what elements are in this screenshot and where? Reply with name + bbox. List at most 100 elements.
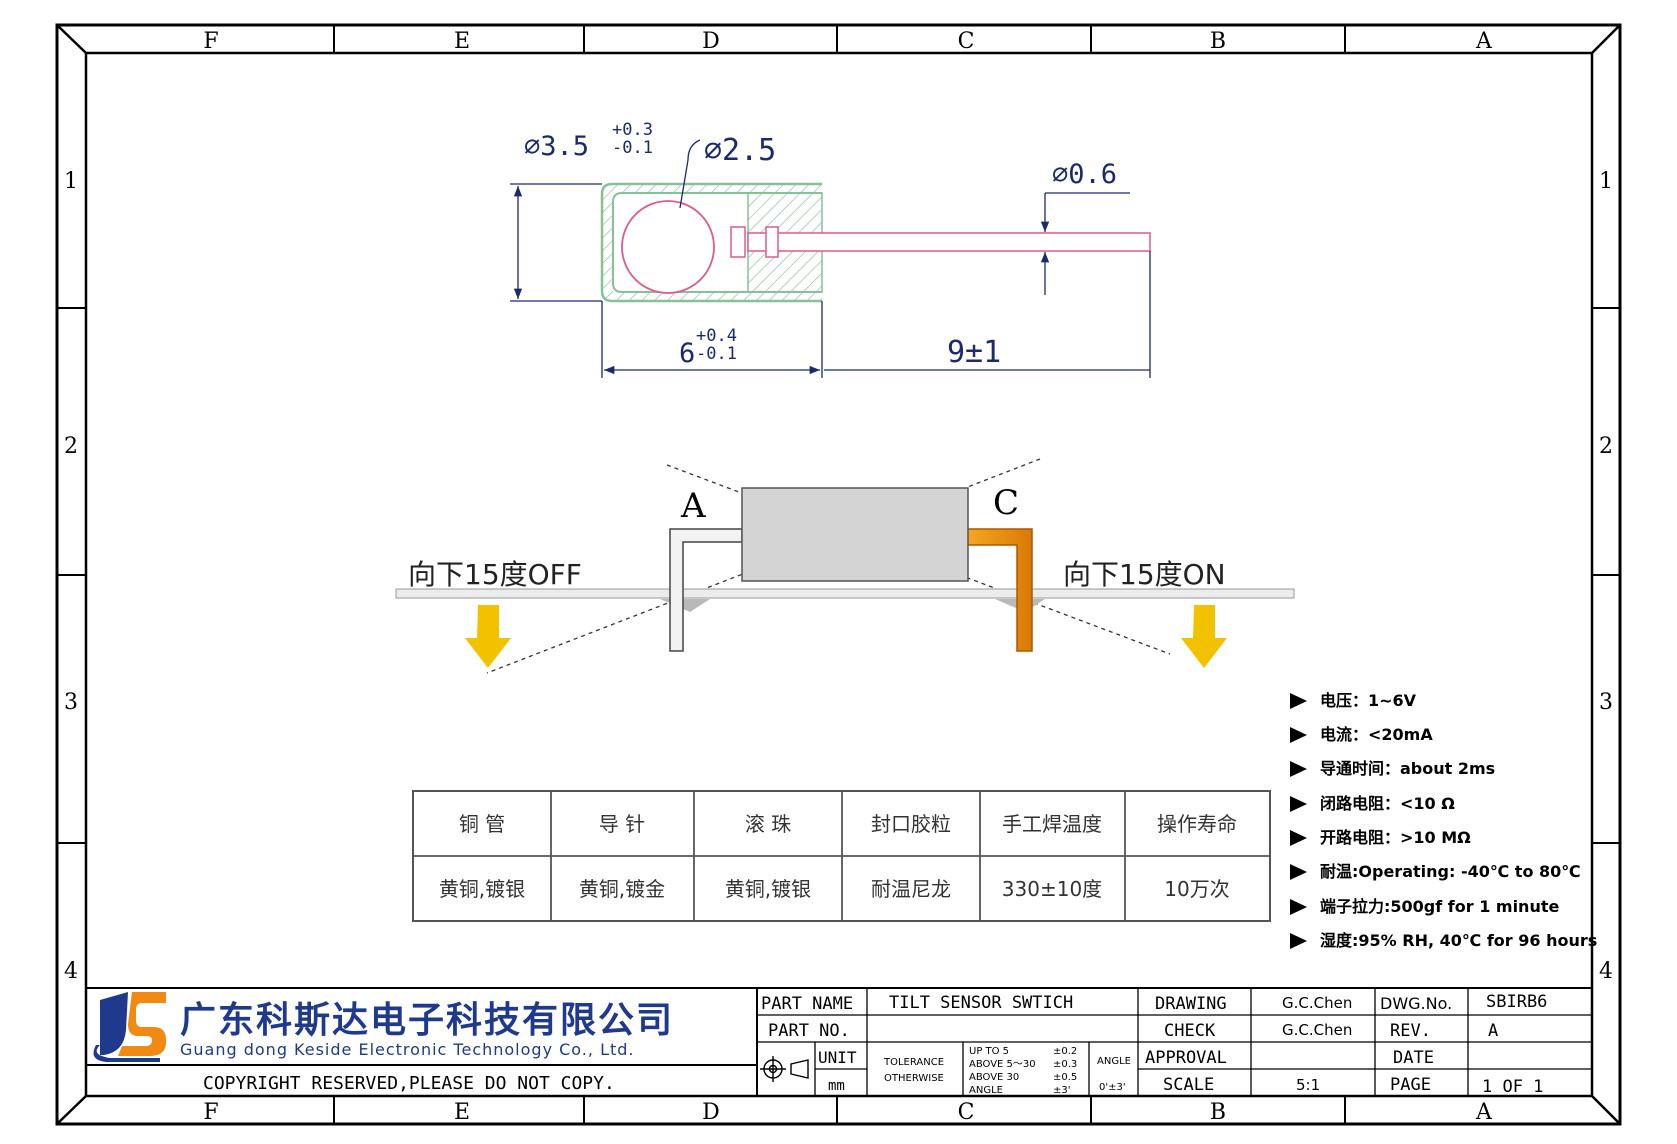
col-label-top: F — [203, 29, 218, 54]
row-label-left: 2 — [64, 434, 78, 459]
pin-length-label: 9±1 — [947, 335, 1001, 370]
col-label-bottom: A — [1475, 1100, 1493, 1125]
col-label-top: D — [702, 29, 720, 54]
row-label-right: 4 — [1599, 959, 1613, 984]
part-name-value: TILT SENSOR SWTICH — [889, 993, 1073, 1013]
table-header: 封口胶粒 — [871, 812, 951, 836]
outer-tol-minus: -0.1 — [612, 138, 653, 158]
spec-humidity: 湿度:95% RH, 40℃ for 96 hours — [1319, 931, 1597, 950]
spec-closed-resistance: 闭路电阻：<10 Ω — [1320, 794, 1455, 813]
body-tol-minus: -0.1 — [696, 344, 737, 364]
row-label-right: 3 — [1599, 690, 1613, 715]
check-label: CHECK — [1164, 1021, 1216, 1041]
page-label: PAGE — [1390, 1075, 1431, 1095]
col-label-bottom: E — [454, 1100, 470, 1125]
down-arrow-on — [1181, 605, 1227, 668]
date-label: DATE — [1393, 1048, 1434, 1068]
projection-symbol-icon — [760, 1056, 809, 1082]
col-label-bottom: F — [203, 1100, 218, 1125]
tilt-off-text: 向下15度OFF — [408, 558, 582, 591]
outer-diameter-label: ∅3.5 — [524, 131, 589, 162]
tolerance-label: OTHERWISE — [884, 1073, 944, 1084]
col-label-top: E — [454, 29, 470, 54]
row-label-left: 1 — [64, 169, 78, 194]
table-header: 铜 管 — [459, 812, 505, 836]
scale-value: 5:1 — [1296, 1076, 1320, 1094]
tolerance-label: TOLERANCE — [883, 1057, 944, 1068]
bullet-arrow-icon — [1290, 796, 1307, 812]
rev-value: A — [1488, 1021, 1498, 1041]
title-block: 广东科斯达电子科技有限公司 Guang dong Keside Electron… — [86, 987, 1592, 1097]
spec-terminal-pull: 端子拉力:500gf for 1 minute — [1320, 897, 1559, 916]
company-name-en: Guang dong Keside Electronic Technology … — [180, 1040, 635, 1059]
pcb-board — [395, 588, 1295, 599]
bullet-arrow-icon — [1290, 933, 1307, 949]
tol-range: UP TO 5 — [969, 1046, 1009, 1057]
spec-voltage: 电压：1~6V — [1320, 691, 1417, 710]
tol-range: ABOVE 5～30 — [969, 1059, 1036, 1070]
table-header: 滚 珠 — [745, 812, 791, 836]
bullet-arrow-icon — [1290, 864, 1307, 880]
table-header: 操作寿命 — [1157, 812, 1237, 836]
tol-value: ±0.5 — [1053, 1072, 1077, 1083]
table-header: 导 针 — [599, 812, 645, 836]
body-length-label: 6 — [679, 338, 695, 369]
bullet-arrow-icon — [1290, 727, 1307, 743]
bullet-arrow-icon — [1290, 899, 1307, 915]
sheet-frame: F E D C B A F E D C B A 1 2 3 4 1 2 3 4 — [55, 23, 1622, 1126]
part-dimension-view: ∅3.5 +0.3 -0.1 ∅2.5 ∅0.6 6 +0.4 -0.1 9±1 — [510, 120, 1151, 378]
table-cell: 耐温尼龙 — [871, 877, 951, 901]
row-label-right: 1 — [1599, 169, 1613, 194]
sensor-body — [741, 487, 969, 582]
drawing-label: DRAWING — [1155, 994, 1227, 1014]
company-name-cn: 广东科斯达电子科技有限公司 — [180, 1000, 674, 1041]
bullet-arrow-icon — [1290, 830, 1307, 846]
col-label-bottom: B — [1210, 1100, 1226, 1125]
angle-value: 0'±3' — [1099, 1082, 1126, 1093]
table-header: 手工焊温度 — [1002, 812, 1102, 836]
row-label-right: 2 — [1599, 434, 1613, 459]
tol-value: ±0.2 — [1053, 1046, 1077, 1057]
bullet-arrow-icon — [1290, 761, 1307, 777]
unit-label: UNIT — [818, 1048, 857, 1067]
terminal-a-label: A — [680, 486, 706, 526]
dwg-no-value: SBIRB6 — [1486, 992, 1547, 1012]
pin-diameter-label: ∅0.6 — [1052, 159, 1117, 190]
col-label-top: C — [958, 29, 975, 54]
row-label-left: 4 — [64, 959, 78, 984]
approval-label: APPROVAL — [1145, 1048, 1227, 1068]
down-arrow-off — [465, 605, 511, 668]
table-cell: 黄铜,镀金 — [579, 877, 665, 901]
col-label-bottom: D — [702, 1100, 720, 1125]
page-value: 1 OF 1 — [1482, 1077, 1543, 1097]
tol-value: ±0.3 — [1053, 1059, 1077, 1070]
drawing-by: G.C.Chen — [1282, 994, 1352, 1012]
table-cell: 10万次 — [1164, 877, 1229, 901]
tilt-illustration: A C 向下15度OFF 向下15度ON — [395, 458, 1295, 674]
table-cell: 330±10度 — [1002, 877, 1102, 901]
body-tol-plus: +0.4 — [696, 326, 737, 346]
scale-label: SCALE — [1163, 1075, 1214, 1095]
angle-label: ANGLE — [1097, 1056, 1131, 1067]
company-logo — [93, 992, 166, 1062]
tol-range: ABOVE 30 — [969, 1072, 1019, 1083]
spec-current: 电流：<20mA — [1320, 725, 1433, 744]
spec-open-resistance: 开路电阻：>10 MΩ — [1320, 828, 1471, 847]
terminal-c-label: C — [993, 483, 1019, 523]
rev-label: REV. — [1390, 1021, 1431, 1041]
spec-conduction-time: 导通时间：about 2ms — [1320, 759, 1495, 778]
materials-table: 铜 管 导 针 滚 珠 封口胶粒 手工焊温度 操作寿命 黄铜,镀银 黄铜,镀金 … — [412, 790, 1271, 922]
rolling-ball — [621, 200, 715, 294]
table-cell: 黄铜,镀银 — [725, 877, 811, 901]
table-cell: 黄铜,镀银 — [439, 877, 525, 901]
tol-range: ANGLE — [969, 1085, 1003, 1096]
lead-pin — [747, 232, 1151, 252]
tol-value: ±3' — [1053, 1085, 1071, 1096]
dwg-no-label: DWG.No. — [1380, 994, 1452, 1013]
check-by: G.C.Chen — [1282, 1021, 1352, 1039]
col-label-bottom: C — [958, 1100, 975, 1125]
spec-list: 电压：1~6V 电流：<20mA 导通时间：about 2ms 闭路电阻：<10… — [1290, 691, 1597, 950]
col-label-top: A — [1475, 29, 1493, 54]
spec-temperature: 耐温:Operating: -40℃ to 80℃ — [1320, 862, 1581, 881]
